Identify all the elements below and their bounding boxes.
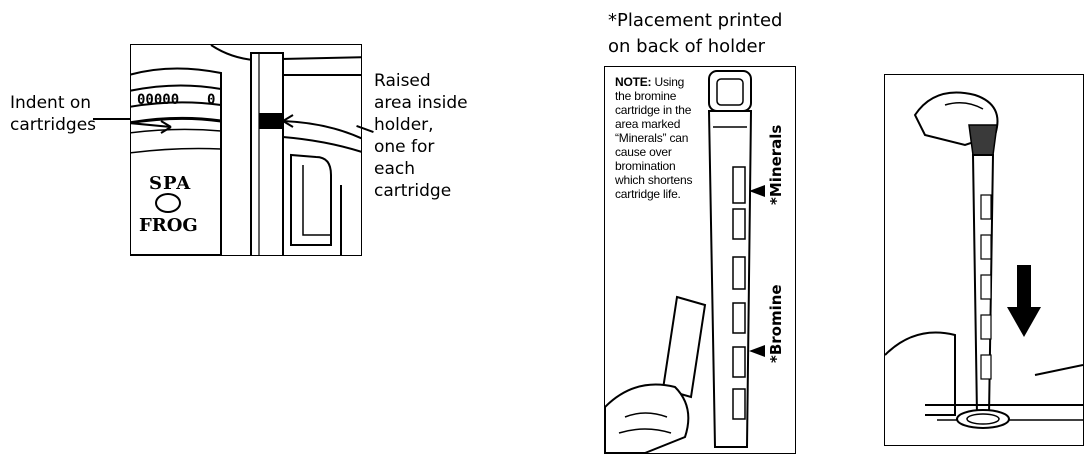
indent-pointer-line <box>93 118 131 120</box>
holder-illustration: NOTE: Using the bromine cartridge in the… <box>604 66 796 454</box>
note-line: Using <box>651 75 685 89</box>
closeup-drawing: 00000 0 <box>131 45 361 255</box>
raised-label-line: Raised <box>374 71 431 91</box>
raised-area-label: Raised area inside holder, one for each … <box>374 70 468 202</box>
raised-label-line: holder, <box>374 115 434 135</box>
down-arrow-icon <box>1017 265 1031 311</box>
down-arrow-head-icon <box>1007 307 1041 337</box>
note-line: cause over <box>615 145 672 159</box>
holder-drawing <box>605 70 765 453</box>
note-line: area marked <box>615 117 681 131</box>
note-line: “Minerals” can <box>615 131 689 145</box>
placement-heading-line2: on back of holder <box>608 36 766 57</box>
logo-frog: FROG <box>139 215 198 236</box>
svg-text:0: 0 <box>207 92 215 108</box>
note-line: cartridge in the <box>615 103 692 117</box>
raised-label-line: area inside <box>374 93 468 113</box>
note-line: bromination <box>615 159 676 173</box>
insertion-illustration <box>884 74 1084 446</box>
indent-label-line2: cartridges <box>10 115 97 135</box>
minerals-marker-label: *Minerals <box>767 124 785 205</box>
note-line: which shortens <box>615 173 693 187</box>
logo-spa: SPA <box>149 173 192 194</box>
bromine-note: NOTE: Using the bromine cartridge in the… <box>615 75 715 201</box>
frog-logo-icon <box>155 193 181 213</box>
raised-label-line: each <box>374 159 415 179</box>
svg-text:00000: 00000 <box>137 92 179 108</box>
note-line: the bromine <box>615 89 677 103</box>
raised-label-line: one for <box>374 137 435 157</box>
note-lead: NOTE: <box>615 75 652 89</box>
bromine-marker-label: *Bromine <box>767 284 785 363</box>
raised-label-line: cartridge <box>374 181 452 201</box>
indent-label-line1: Indent on <box>10 93 92 113</box>
placement-heading-line1: *Placement printed <box>608 10 783 31</box>
note-line: cartridge life. <box>615 187 681 201</box>
insertion-drawing <box>885 91 1083 429</box>
closeup-illustration: 00000 0 SPA FROG <box>130 44 362 256</box>
